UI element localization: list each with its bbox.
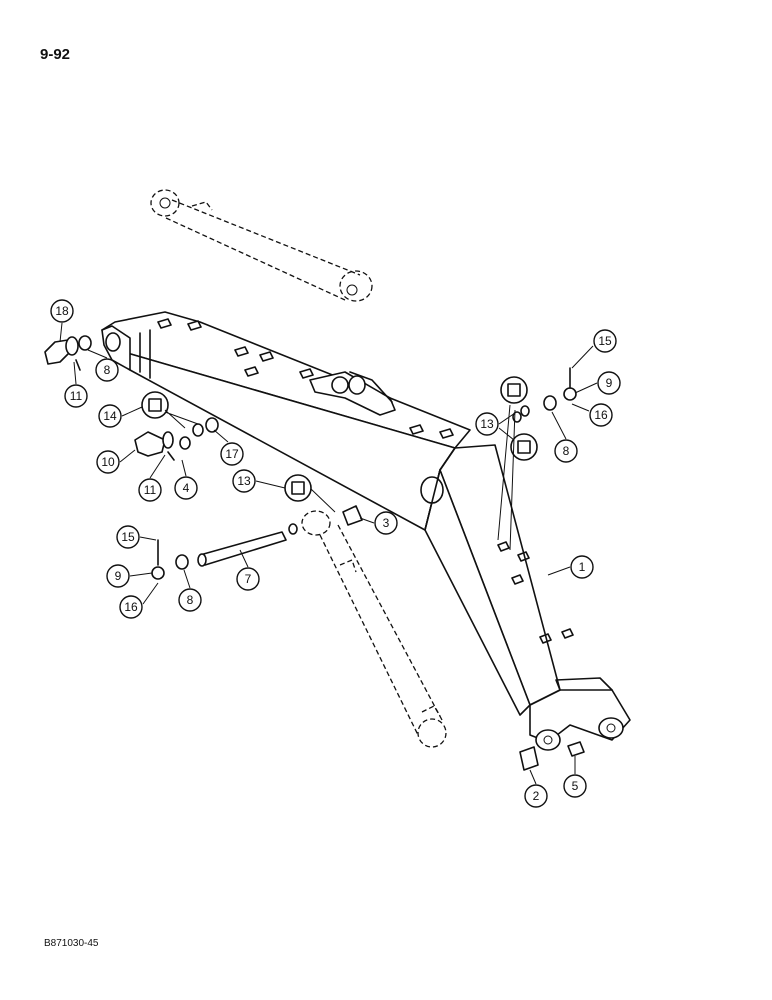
callout-label: 18	[55, 304, 69, 318]
callout-label: 7	[245, 572, 252, 586]
pin-10	[134, 431, 174, 457]
callout-9-9: 9	[597, 371, 621, 395]
callout-label: 16	[124, 600, 138, 614]
callout-label: 8	[187, 593, 194, 607]
callout-7-5: 7	[236, 567, 260, 591]
callout-label: 16	[594, 408, 608, 422]
washers-and-bushings	[75, 335, 585, 771]
callout-16-19: 16	[589, 403, 613, 427]
callout-label: 11	[144, 483, 157, 497]
callout-8-7: 8	[554, 439, 578, 463]
callout-8-8: 8	[178, 588, 202, 612]
kit-symbol-13-center	[284, 474, 312, 502]
callout-4-3: 4	[174, 476, 198, 500]
callout-1-0: 1	[570, 555, 594, 579]
callout-15-17: 15	[593, 329, 617, 353]
callout-11-13: 11	[138, 478, 162, 502]
callout-label: 15	[121, 530, 135, 544]
callout-label: 14	[103, 409, 117, 423]
callout-3-2: 3	[374, 511, 398, 535]
callout-16-20: 16	[119, 595, 143, 619]
callout-10-11: 10	[96, 450, 120, 474]
kit-symbol-14	[141, 391, 169, 419]
callout-label: 1	[579, 560, 586, 574]
callout-label: 15	[598, 334, 612, 348]
kit-symbol-13-right-a	[500, 376, 528, 404]
callout-label: 4	[183, 481, 190, 495]
callout-label: 11	[70, 389, 83, 403]
callout-label: 17	[225, 447, 239, 461]
callout-13-15: 13	[232, 469, 256, 493]
callout-11-12: 11	[64, 384, 88, 408]
leader-lines	[59, 322, 598, 785]
upper-cylinder-outline	[150, 189, 373, 302]
lower-cylinder-outline	[301, 510, 447, 748]
callout-15-18: 15	[116, 525, 140, 549]
callout-label: 9	[115, 569, 122, 583]
kit-symbol-13-right-b	[510, 433, 538, 461]
boom	[101, 311, 631, 751]
pin-18	[44, 336, 79, 365]
callout-label: 10	[101, 455, 115, 469]
callout-label: 5	[572, 779, 579, 793]
callout-8-6: 8	[95, 358, 119, 382]
callout-label: 3	[383, 516, 390, 530]
page-number: 9-92	[40, 46, 71, 63]
pin-7	[197, 531, 287, 567]
callout-label: 8	[563, 444, 570, 458]
callout-label: 9	[606, 376, 613, 390]
callout-label: 2	[533, 789, 540, 803]
callout-label: 13	[480, 417, 494, 431]
callout-2-1: 2	[524, 784, 548, 808]
figure-code: B871030-45	[44, 938, 99, 949]
callout-9-10: 9	[106, 564, 130, 588]
callout-17-21: 17	[220, 442, 244, 466]
callout-label: 13	[237, 474, 251, 488]
callout-18-22: 18	[50, 299, 74, 323]
callout-label: 8	[104, 363, 111, 377]
callout-13-14: 13	[475, 412, 499, 436]
callout-bubbles: 1 2 3 4 5 7 8 8 8 9 9 10 11 11 13 13 14 15 15 16 16 17 18	[50, 299, 621, 808]
callout-5-4: 5	[563, 774, 587, 798]
callout-14-16: 14	[98, 404, 122, 428]
